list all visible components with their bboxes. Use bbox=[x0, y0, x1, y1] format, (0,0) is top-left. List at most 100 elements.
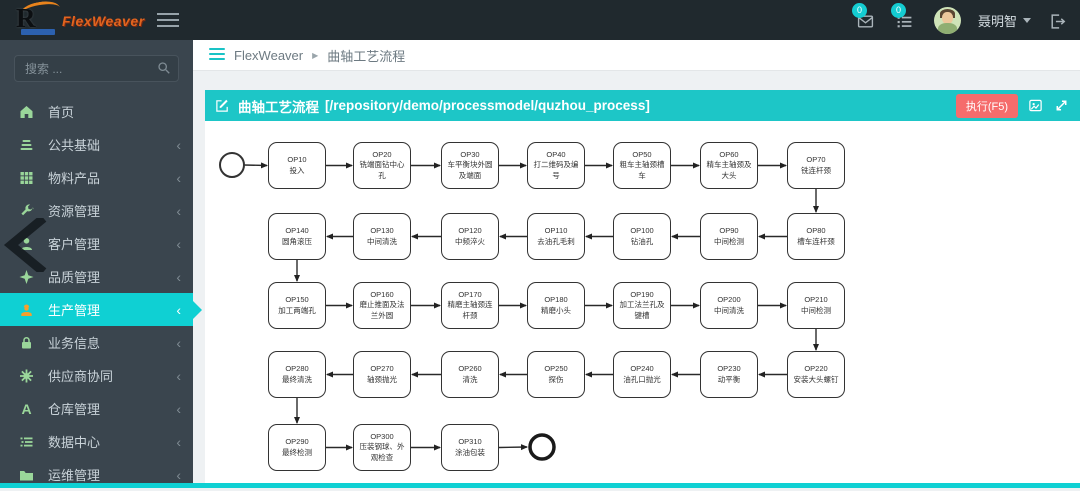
sidebar-item-label: 业务信息 bbox=[48, 336, 101, 351]
sidebar-item-material-product[interactable]: 物料产品‹ bbox=[0, 161, 193, 194]
sidebar-item-quality-mgmt[interactable]: 品质管理‹ bbox=[0, 260, 193, 293]
sidebar-item-business-info[interactable]: 业务信息‹ bbox=[0, 326, 193, 359]
flow-node-label: 圆角滚压 bbox=[282, 236, 312, 246]
sidebar-item-home[interactable]: 首页 bbox=[0, 95, 193, 128]
flow-node-op: OP110 bbox=[544, 226, 568, 236]
panel-header: 曲轴工艺流程 [/repository/demo/processmodel/qu… bbox=[205, 90, 1080, 121]
mail-icon[interactable]: 0 bbox=[851, 3, 878, 30]
sidebar-item-customer-mgmt[interactable]: 客户管理‹ bbox=[0, 227, 193, 260]
sidebar-menu: 首页公共基础‹物料产品‹资源管理‹客户管理‹品质管理‹生产管理‹业务信息‹供应商… bbox=[0, 95, 202, 491]
customer-icon bbox=[18, 236, 36, 252]
sidebar-item-public-base[interactable]: 公共基础‹ bbox=[0, 128, 193, 161]
sidebar-item-label: 供应商协同 bbox=[48, 369, 114, 384]
flow-node-op: OP100 bbox=[630, 226, 654, 236]
tasks-icon[interactable]: 0 bbox=[890, 3, 917, 30]
lock-icon bbox=[18, 335, 36, 351]
app-logo: R FlexWeaver bbox=[14, 0, 194, 40]
flow-node-op: OP250 bbox=[544, 364, 568, 374]
flow-node-op: OP290 bbox=[285, 437, 309, 447]
save-image-icon[interactable] bbox=[1028, 98, 1044, 114]
wrench-icon bbox=[18, 203, 36, 219]
flow-node-op: OP300 bbox=[370, 432, 394, 442]
sidebar-item-label: 客户管理 bbox=[48, 237, 101, 252]
flow-node-label: 最终检测 bbox=[282, 447, 312, 457]
search-icon[interactable] bbox=[157, 61, 171, 80]
bottom-accent-strip bbox=[0, 483, 1080, 488]
hamburger-menu-icon[interactable] bbox=[157, 13, 179, 31]
flow-node-label: 轴颈抛光 bbox=[367, 374, 397, 384]
flow-node-op: OP230 bbox=[717, 364, 741, 374]
breadcrumb-app[interactable]: FlexWeaver bbox=[234, 47, 304, 63]
flow-end-event[interactable] bbox=[528, 433, 556, 461]
flow-node-label: 槽车连杆颈 bbox=[797, 236, 835, 246]
sidebar-item-data-center[interactable]: 数据中心‹ bbox=[0, 425, 193, 458]
breadcrumb-hamburger-icon[interactable] bbox=[209, 47, 225, 63]
mail-badge: 0 bbox=[851, 3, 867, 18]
flow-node-label: 投入 bbox=[289, 165, 305, 175]
flow-node-op: OP80 bbox=[806, 226, 826, 236]
flow-node-label: 加工法兰孔及键槽 bbox=[619, 300, 665, 320]
flow-node-label: 钻油孔 bbox=[630, 236, 654, 246]
flow-node-label: 精磨主轴颈连杆颈 bbox=[447, 300, 493, 320]
flow-node-op: OP130 bbox=[370, 226, 394, 236]
flowchart-canvas bbox=[219, 152, 819, 461]
sidebar-item-resource-mgmt[interactable]: 资源管理‹ bbox=[0, 194, 193, 227]
user-name: 聂明智 bbox=[977, 13, 1017, 29]
home-icon bbox=[18, 104, 36, 120]
chevron-left-icon: ‹ bbox=[176, 400, 181, 417]
flow-node-op: OP270 bbox=[370, 364, 394, 374]
expand-icon[interactable] bbox=[1054, 98, 1070, 114]
logo-letter: R bbox=[16, 3, 36, 33]
search-input[interactable] bbox=[14, 55, 179, 82]
sidebar-item-ops-mgmt[interactable]: 运维管理‹ bbox=[0, 458, 193, 491]
sidebar-item-production-mgmt[interactable]: 生产管理‹ bbox=[0, 293, 202, 326]
user-menu[interactable]: 聂明智 bbox=[978, 11, 1031, 30]
flow-node-label: 清洗 bbox=[462, 374, 478, 384]
sidebar-item-supplier-collab[interactable]: 供应商协同‹ bbox=[0, 359, 193, 392]
flow-node-op: OP220 bbox=[804, 364, 828, 374]
flow-node-op: OP310 bbox=[458, 437, 482, 447]
logout-icon[interactable] bbox=[1048, 10, 1068, 30]
flow-node-label: 中间检测 bbox=[714, 236, 744, 246]
user-avatar[interactable] bbox=[933, 6, 961, 34]
flow-start-event[interactable] bbox=[219, 152, 245, 178]
page-title: 曲轴工艺流程 bbox=[238, 99, 319, 115]
warehouse-icon: A bbox=[18, 401, 36, 417]
run-button[interactable]: 执行(F5) bbox=[955, 93, 1018, 118]
breadcrumb: FlexWeaver ▶ 曲轴工艺流程 bbox=[193, 40, 1080, 71]
flow-node-label: 中间清洗 bbox=[367, 236, 397, 246]
